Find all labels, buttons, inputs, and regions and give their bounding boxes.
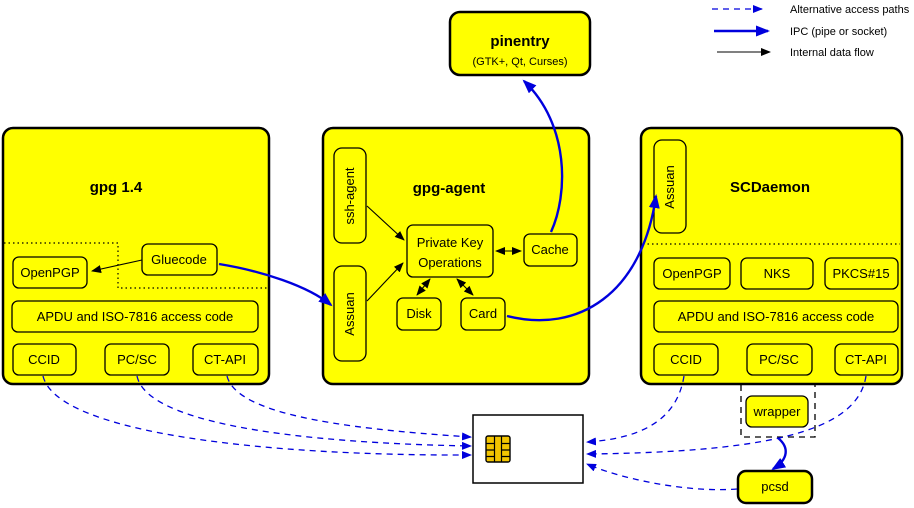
scdaemon-ccid-label: CCID (670, 352, 702, 367)
dashed-gpg14-pcsc-to-card (136, 375, 472, 450)
gpg-agent-pko-line2: Operations (418, 255, 482, 270)
arrow-wrapper-to-pcsd (771, 437, 787, 471)
legend: Alternative access paths IPC (pipe or so… (712, 4, 910, 59)
gpg14-pcsc-box (104, 343, 170, 376)
scdaemon-openpgp-box (653, 257, 731, 290)
gpg-agent-cache-label: Cache (531, 242, 569, 257)
gpg14-apdu-label: APDU and ISO-7816 access code (37, 309, 234, 324)
gpg14-openpgp-label: OpenPGP (20, 265, 79, 280)
gpg-agent-disk-label: Disk (406, 306, 432, 321)
dashed-scdaemon-ctapi-to-card (586, 375, 867, 458)
gpg-agent-ssh-agent-box (333, 147, 367, 244)
gpg14-title: gpg 1.4 (90, 179, 143, 196)
gpg-agent-pko-line1: Private Key (417, 235, 484, 250)
gpg-agent-private-key-operations-box (406, 224, 494, 278)
smartcard-chip-icon (485, 435, 511, 463)
gpg14-ccid-box (12, 343, 77, 376)
pinentry-title: pinentry (490, 33, 550, 50)
scdaemon-pcsc-label: PC/SC (759, 352, 799, 367)
arrow-gluecode-to-gpg-agent-assuan (218, 262, 333, 307)
scdaemon-pkcs15-label: PKCS#15 (832, 266, 889, 281)
scdaemon-pcsc-box (746, 343, 813, 376)
scdaemon-openpgp-label: OpenPGP (662, 266, 721, 281)
dashed-scdaemon-ccid-to-card (586, 375, 685, 446)
scdaemon-ctapi-box (834, 343, 899, 376)
gpg-agent-assuan-box (333, 265, 367, 362)
scdaemon-assuan-label: Assuan (662, 165, 677, 208)
scdaemon-apdu-box (653, 300, 899, 333)
scdaemon-ctapi-label: CT-API (845, 352, 887, 367)
scdaemon-title: SCDaemon (730, 179, 810, 196)
arrow-ssh-agent-to-pko (366, 205, 405, 241)
legend-item-label: Alternative access paths (790, 4, 910, 16)
gpg14-ctapi-label: CT-API (204, 352, 246, 367)
gpg-agent-title: gpg-agent (413, 180, 486, 197)
scdaemon-nks-box (740, 257, 814, 290)
gpg-agent-assuan-label: Assuan (342, 292, 357, 335)
gpg-agent-card-label: Card (469, 306, 497, 321)
scdaemon-assuan-box (653, 139, 687, 234)
gpg-agent-disk-box (396, 297, 442, 331)
gpg14-pcsc-label: PC/SC (117, 352, 157, 367)
smartcard (472, 414, 584, 484)
dashed-gpg14-ccid-to-card (42, 375, 472, 460)
pcsd-box (736, 469, 814, 505)
gpg14-gluecode-label: Gluecode (151, 252, 207, 267)
arrow-pko-disk (416, 278, 431, 296)
wrapper-box (745, 395, 809, 428)
arrow-cache-to-pinentry (522, 79, 564, 233)
gpg14-ctapi-box (192, 343, 259, 376)
scdaemon-nks-label: NKS (764, 266, 791, 281)
gpg-agent-card-box (460, 297, 506, 331)
dashed-gpg14-ctapi-to-card (226, 375, 472, 441)
gpg-agent-cache-box (523, 233, 578, 267)
gpg14-gluecode-box (141, 243, 218, 276)
arrow-card-to-scdaemon-assuan (506, 194, 660, 322)
arrow-assuan-to-pko (366, 262, 404, 302)
scdaemon-ccid-box (653, 343, 719, 376)
wrapper-dashed-outline (740, 385, 816, 438)
wrapper-label: wrapper (753, 404, 802, 419)
gpg14-openpgp-box (12, 256, 88, 289)
legend-item-label: Internal data flow (790, 47, 874, 59)
gpg14-ccid-label: CCID (28, 352, 60, 367)
scdaemon-pkcs15-box (824, 257, 899, 290)
pcsd-label: pcsd (761, 479, 788, 494)
dashed-pcsd-to-card (586, 463, 738, 491)
scdaemon-apdu-label: APDU and ISO-7816 access code (678, 309, 875, 324)
arrow-pko-card (456, 278, 474, 296)
legend-item-label: IPC (pipe or socket) (790, 26, 887, 38)
pinentry-box (448, 10, 592, 77)
pinentry-subtitle: (GTK+, Qt, Curses) (472, 56, 567, 68)
arrow-gluecode-to-openpgp (91, 259, 143, 273)
gpg14-apdu-box (11, 300, 259, 333)
gpg-agent-ssh-agent-label: ssh-agent (342, 167, 357, 224)
